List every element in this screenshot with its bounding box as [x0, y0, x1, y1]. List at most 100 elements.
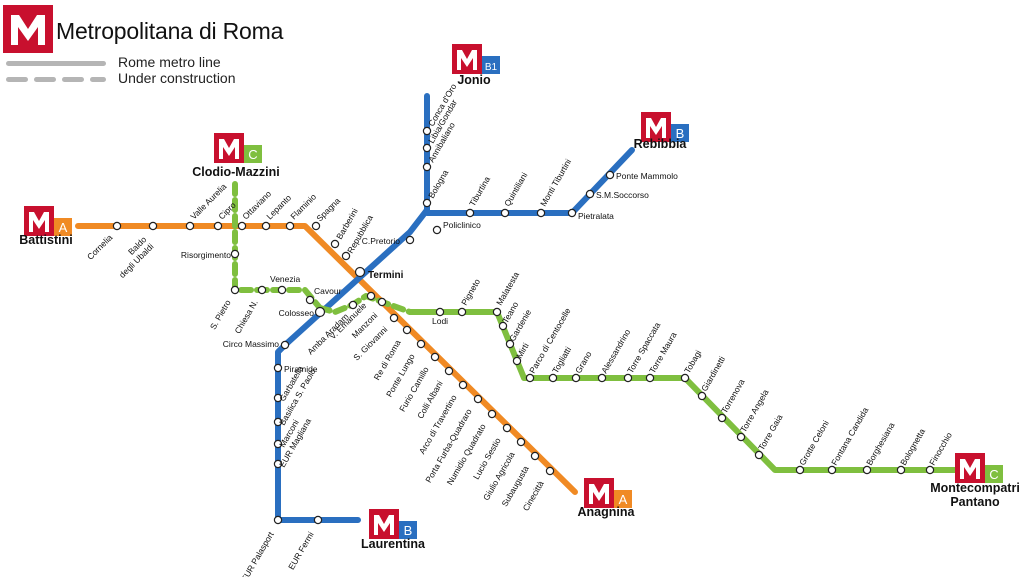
station-label: S. Giovanni [351, 324, 389, 362]
station-dot [285, 221, 295, 231]
station-dot [530, 451, 540, 461]
station-label: Monti Tiburtini [538, 157, 573, 208]
station-label: Cornelia [85, 232, 115, 262]
station-label: Lepanto [264, 192, 293, 221]
station-dot [430, 352, 440, 362]
legend-label: Rome metro line [118, 54, 221, 70]
station-label-line: Barberini [334, 206, 360, 241]
line-b-track [275, 93, 430, 523]
station-label: Pigneto [459, 277, 482, 307]
station-label-line: Libia/Gondar [426, 98, 459, 145]
station-label-line: S. Pietro [208, 298, 233, 331]
station-label-line: Malatesta [494, 270, 521, 307]
station-label: Baldodegli Ubaldi [110, 234, 156, 280]
legend-dash-segment [62, 77, 84, 82]
station-dot [925, 465, 935, 475]
station-label-line: S. Giovanni [351, 324, 389, 362]
station-label: V. Emanuele [327, 300, 368, 341]
station-dot [432, 225, 442, 235]
legend-dash-segment [90, 77, 106, 82]
station: Tobagi [680, 348, 703, 383]
line-badge-label: A [59, 220, 68, 235]
station-dot [465, 208, 475, 218]
line-badge [614, 490, 632, 508]
station-label-line: Flaminio [288, 191, 318, 221]
station: EUR Fermi [286, 515, 323, 571]
station-label: Giulio Agricola [481, 450, 517, 502]
station-label: Bolognetta [898, 427, 927, 467]
station-label: Pietralata [578, 211, 614, 221]
station: Lodi [432, 307, 448, 326]
station-label: Grano [573, 349, 594, 375]
station-label-line: Parco di Centocelle [527, 306, 573, 375]
station-label: Valle Aurelia [188, 181, 228, 221]
station-label: Alessandrino [599, 327, 632, 375]
station-label: Ponte Lungo [384, 352, 417, 399]
station-label-line: Ottaviano [240, 188, 273, 221]
metro-m-glyph-icon [960, 459, 980, 479]
station-dot [623, 373, 633, 383]
station: Ponte Lungo [384, 339, 426, 399]
station-dot [402, 325, 412, 335]
station-label-line: Re di Roma [372, 338, 403, 382]
terminus-label-line: Montecompatri [930, 481, 1020, 495]
station-label-line: Manzoni [350, 310, 380, 340]
station: Basilica S. Paolo [273, 367, 318, 427]
station-dot [500, 208, 510, 218]
station: Annibaliano [422, 120, 457, 172]
station-label: Policlinico [443, 220, 481, 230]
line-c-construction-track [317, 293, 413, 315]
station-dot [237, 221, 247, 231]
station: Gardenie [505, 307, 533, 349]
station: Venezia [270, 274, 301, 295]
station: Torre Gaia [754, 412, 785, 460]
station-label: Torrenova [719, 377, 747, 415]
station-label-line: Bologna [426, 168, 450, 200]
line-a-track [75, 223, 578, 495]
station-dot [567, 208, 577, 218]
station-label-line: Finocchio [927, 430, 954, 467]
line-badge-label: C [989, 467, 998, 482]
station-label: Repubblica [345, 213, 375, 255]
station-label: Barberini [334, 206, 360, 241]
metro-m-logo-icon [452, 44, 482, 74]
station-dot [354, 266, 366, 278]
station-dot [862, 465, 872, 475]
legend-label: Under construction [118, 70, 236, 86]
station-label: Quintiliani [502, 171, 529, 208]
station-dot [536, 208, 546, 218]
legend-solid-line [6, 61, 106, 66]
station-dot [458, 380, 468, 390]
station-label: Amba Aradam [305, 311, 350, 356]
station: Torre Spaccata [623, 320, 662, 383]
line-c-track [407, 309, 958, 473]
station-label-line: Marconi [277, 418, 301, 449]
station-label: Torre Maura [647, 330, 679, 375]
station-dot [457, 307, 467, 317]
station-label-line: Garbatella [277, 364, 305, 403]
station-label: Risorgimento [181, 250, 231, 260]
metro-m-logo-icon [584, 478, 614, 508]
station-dot [736, 432, 746, 442]
station-dot [492, 307, 502, 317]
station: C.Pretorio [362, 235, 415, 246]
station: Baldodegli Ubaldi [110, 221, 158, 280]
metro-m-glyph-icon [589, 484, 609, 504]
metro-m-glyph-icon [219, 139, 239, 159]
station-label: Re di Roma [372, 338, 403, 382]
station: Ottaviano [237, 188, 273, 231]
station-label-line: Arco di Travertino [417, 393, 459, 456]
station: EUR Magliana [273, 416, 313, 469]
station-dot [422, 126, 432, 136]
station-dot [512, 356, 522, 366]
station: EUR Palasport [239, 515, 283, 577]
station-label-line: Pietralata [578, 211, 614, 221]
station: S. Pietro [208, 285, 240, 331]
station: Repubblica [341, 213, 375, 261]
station-label-line: Lepanto [264, 192, 293, 221]
station-label: Togliatti [550, 345, 573, 375]
station-label: Grotte Celoni [797, 419, 831, 467]
metro-m-logo-icon [3, 5, 53, 53]
